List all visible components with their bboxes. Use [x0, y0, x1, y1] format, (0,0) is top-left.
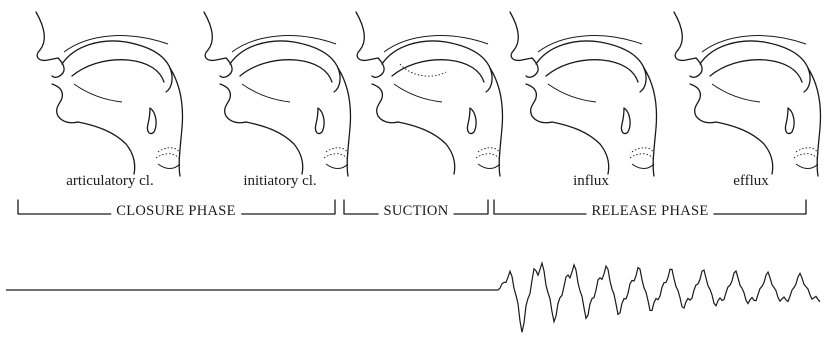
closure-phase-label: CLOSURE PHASE [111, 203, 241, 220]
vocal-tract-influx [510, 12, 657, 176]
panel-label-influx: influx [511, 173, 671, 190]
vocal-tract-suction [356, 12, 503, 176]
suction-cavity-outline [400, 64, 446, 76]
vocal-tract-initiatory-closure [204, 12, 351, 176]
vocal-tract-efflux [674, 12, 821, 176]
panel-label-articulatory-closure: articulatory cl. [30, 173, 190, 190]
panel-label-efflux: efflux [671, 173, 826, 190]
release-phase-label: RELEASE PHASE [586, 203, 713, 220]
acoustic-waveform [6, 263, 820, 332]
panel-label-initiatory-closure: initiatory cl. [200, 173, 360, 190]
vocal-tract-articulatory-closure [36, 12, 183, 176]
suction-phase-label: SUCTION [379, 203, 454, 220]
